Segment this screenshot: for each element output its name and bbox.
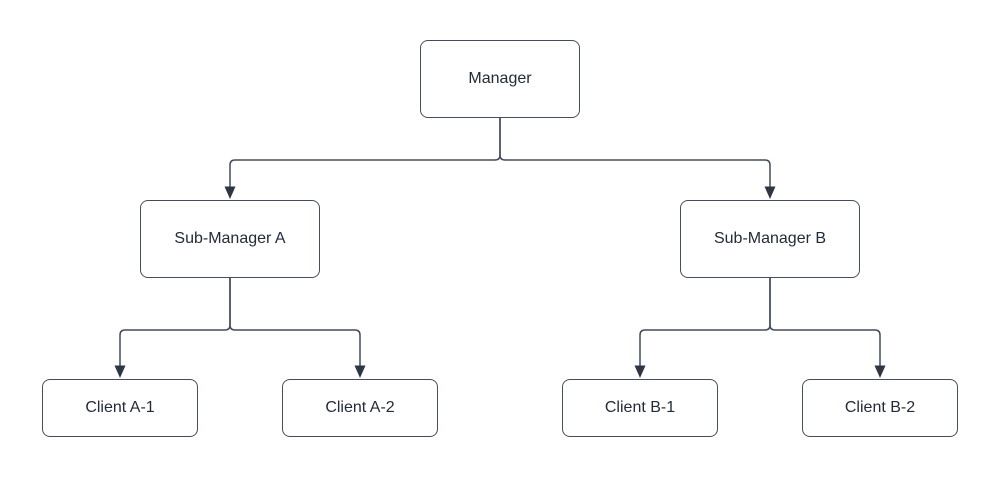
node-manager: Manager: [420, 40, 580, 118]
node-sub-manager-b-label: Sub-Manager B: [713, 230, 827, 248]
node-manager-label: Manager: [468, 70, 532, 88]
node-client-b1-label: Client B-1: [604, 399, 676, 417]
connector-manager-to-sub-manager-b: [499, 118, 776, 199]
node-client-b2: Client B-2: [802, 379, 958, 437]
connector-manager-to-sub-manager-a: [224, 118, 501, 199]
node-client-a1: Client A-1: [42, 379, 198, 437]
connector-sub-manager-b-to-client-b2: [769, 278, 886, 378]
node-client-a1-label: Client A-1: [85, 399, 155, 417]
node-client-a2-label: Client A-2: [325, 399, 395, 417]
node-sub-manager-a-label: Sub-Manager A: [174, 230, 286, 248]
connector-sub-manager-a-to-client-a2: [229, 278, 366, 378]
node-sub-manager-b: Sub-Manager B: [680, 200, 860, 278]
node-client-b1: Client B-1: [562, 379, 718, 437]
connector-sub-manager-a-to-client-a1: [114, 278, 231, 378]
node-client-a2: Client A-2: [282, 379, 438, 437]
node-client-b2-label: Client B-2: [844, 399, 916, 417]
connector-sub-manager-b-to-client-b1: [634, 278, 771, 378]
node-sub-manager-a: Sub-Manager A: [140, 200, 320, 278]
